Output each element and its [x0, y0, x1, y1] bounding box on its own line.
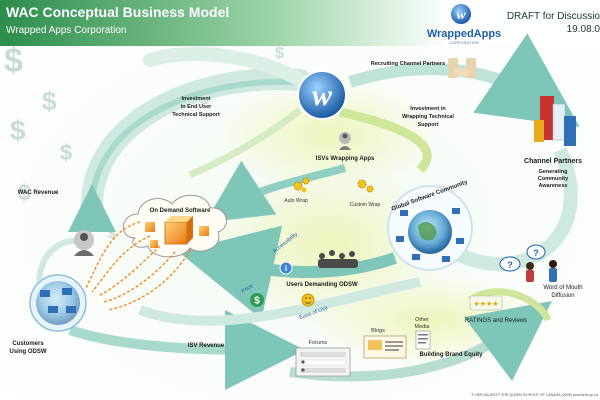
users-demanding-flow: [178, 225, 397, 320]
users-demanding-label: Users Demanding ODSW: [286, 282, 358, 288]
rating-stars-icon: ★★★★: [469, 295, 503, 311]
svg-text:$: $: [60, 140, 72, 165]
wac-revenue-arrow: [67, 78, 296, 233]
svg-text:$: $: [18, 180, 30, 205]
forums-panel: [295, 347, 351, 377]
person-icon: [301, 368, 305, 372]
delivery-lines: [84, 221, 191, 311]
on-demand-label: On Demand Software: [150, 208, 211, 214]
wrappedapps-logo-icon: [297, 70, 347, 120]
other-media-label-1: Other: [415, 317, 429, 323]
recruiting-label: Recruiting Channel Partners: [371, 61, 445, 67]
investment-right-label-2: Wrapping Technical: [402, 114, 454, 120]
draft-date: 19.08.0: [567, 24, 600, 35]
channel-return-flow: [446, 147, 578, 271]
svg-text:w: w: [312, 79, 333, 112]
svg-text:$: $: [42, 86, 57, 116]
svg-text:★★★★: ★★★★: [473, 300, 498, 308]
wrappedapps-logo-icon: [451, 4, 471, 24]
generating-label-3: Awareness: [539, 183, 568, 189]
custom-wrap-label: Custom Wrap: [350, 202, 381, 208]
other-media-label-2: Media: [415, 324, 431, 330]
investment-right-flow: [339, 107, 432, 174]
investment-left-label-3: Technical Support: [172, 112, 220, 118]
logo-tagline: CORPORATION: [449, 40, 479, 45]
person-icon: [526, 260, 557, 282]
isv-revenue-label: ISV Revenue: [188, 343, 225, 349]
page-subtitle: Wrapped Apps Corporation: [6, 25, 126, 36]
investment-right-label-3: Support: [417, 122, 438, 128]
svg-text:?: ?: [533, 248, 539, 258]
computer-icon: [40, 288, 76, 313]
generating-label-1: Generating: [538, 169, 567, 175]
crowd-icon: [318, 250, 358, 268]
logo-text: WrappedApps: [427, 28, 501, 40]
draft-label: DRAFT for Discussio: [507, 11, 600, 22]
word-of-mouth-label-1: Word of Mouth: [543, 285, 582, 291]
software-box-icon: [145, 216, 209, 248]
generating-label-2: Community: [538, 176, 569, 182]
svg-text:w: w: [456, 8, 466, 23]
global-community: [387, 185, 473, 271]
investment-left-label-2: in End User: [181, 104, 212, 110]
blogs-panel: [363, 335, 407, 359]
ease-of-use-icon: [301, 293, 315, 307]
page-title: WAC Conceptual Business Model: [6, 4, 229, 20]
globe-icon: [36, 281, 80, 325]
center-logo: w: [297, 70, 347, 120]
svg-text:$: $: [108, 225, 116, 241]
gears-icon: [357, 179, 374, 193]
header-logo: w WrappedApps CORPORATION: [427, 4, 501, 45]
isv-revenue-flow: [68, 309, 305, 390]
blogs-label: Blogs: [371, 328, 385, 334]
auto-wrap-label: Auto Wrap: [284, 198, 308, 204]
isvs-wrapping-label: ISVs Wrapping Apps: [316, 156, 375, 162]
gears-icon: [293, 177, 310, 193]
channel-partners-label: Channel Partners: [524, 158, 582, 165]
investment-right-label-1: Investment in: [410, 106, 446, 112]
price-label: Price: [241, 283, 255, 294]
customers-globe: [29, 274, 87, 332]
handshake-icon: [448, 58, 476, 78]
other-media-icon: [415, 330, 431, 350]
ratings-label: RATINGS and Reviews: [465, 318, 527, 324]
person-icon: [339, 132, 351, 150]
customers-label-2: Using ODSW: [10, 349, 47, 355]
forums-label: Forums: [309, 340, 328, 346]
copyright-notice: © HER MAJESTY THE QUEEN IN RIGHT OF CANA…: [471, 393, 598, 397]
svg-text:$: $: [4, 42, 23, 80]
wac-revenue-label: WAC Revenue: [18, 190, 59, 196]
person-icon: [74, 230, 94, 256]
word-of-mouth-label-2: Diffusion: [551, 293, 574, 299]
question-bubble-icon: ? ?: [499, 244, 546, 272]
accessibility-icon: i: [279, 261, 293, 275]
svg-text:$: $: [10, 115, 26, 146]
person-icon: [301, 360, 305, 364]
building-brand-label: Building Brand Equity: [420, 352, 484, 358]
dollar-sign-icon: $: [250, 293, 264, 307]
wrapping-flow: [205, 160, 347, 223]
svg-text:i: i: [285, 264, 287, 273]
svg-text:$: $: [254, 296, 260, 307]
svg-text:?: ?: [507, 260, 513, 270]
computer-icon: [396, 208, 464, 262]
investment-left-label-1: Investment: [181, 96, 210, 102]
svg-text:$: $: [275, 45, 284, 62]
customers-label-1: Customers: [12, 341, 44, 347]
buildings-icon: [534, 96, 576, 146]
